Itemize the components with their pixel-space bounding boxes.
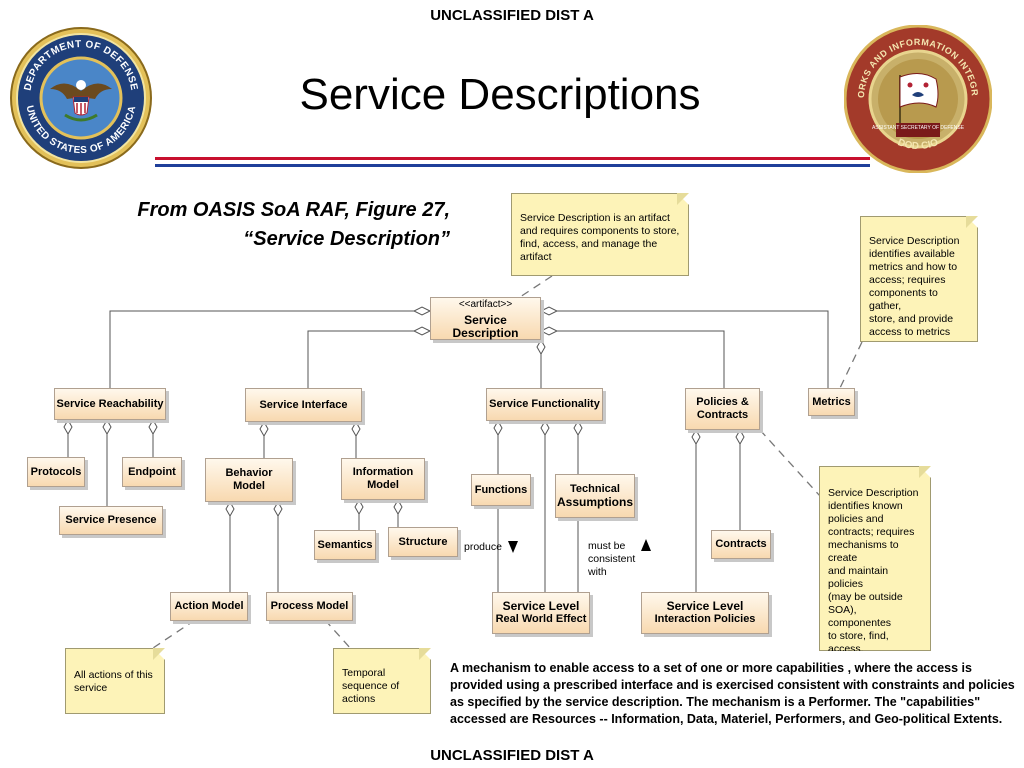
- metrics-note-fold: [966, 216, 978, 228]
- process-model-class: Process Model: [266, 592, 353, 621]
- technical-label-line-2: Assumptions: [556, 495, 633, 509]
- information-label-line-2: Model: [367, 479, 399, 491]
- information-label-line-1: Information: [352, 466, 414, 478]
- policies-note-line: mechanisms to create: [828, 539, 899, 564]
- consistent-label: must be consistent with: [588, 540, 635, 579]
- policies-label-line-1: Policies &: [696, 396, 749, 408]
- behavior-model-class: Behavior Model: [205, 458, 293, 502]
- figure-subtitle: From OASIS SoA RAF, Figure 27, “Service …: [70, 196, 450, 254]
- header-divider-red: [155, 157, 870, 160]
- artifact-note-fold: [677, 193, 689, 205]
- policies-note-line: identifies known: [828, 500, 903, 512]
- policies-note-line: SOA), componentes: [828, 604, 892, 629]
- interaction-label-line-1: Service Level: [666, 599, 744, 613]
- metrics-note-line: components to gather,: [869, 287, 938, 312]
- behavior-label-line-1: Behavior: [225, 467, 273, 479]
- dod-cio-seal-logo: NETWORKS AND INFORMATION INTEGRATION DOD…: [839, 17, 993, 174]
- actions-note-fold: [153, 648, 165, 660]
- action-model-class: Action Model: [170, 592, 248, 621]
- service-level-real-world-effect-class: Service Level Real World Effect: [492, 592, 590, 634]
- subtitle-line-2: “Service Description”: [243, 228, 450, 250]
- semantics-class: Semantics: [314, 530, 376, 560]
- policies-note-line: (may be outside: [828, 591, 903, 603]
- page-title: Service Descriptions: [299, 70, 701, 119]
- service-functionality-class: Service Functionality: [486, 388, 603, 421]
- metrics-note-line: access to metrics: [869, 326, 951, 338]
- consistent-label-line: with: [588, 566, 607, 578]
- policies-note-line: Service Description: [828, 487, 919, 499]
- consistent-label-line: must be: [588, 540, 626, 552]
- artifact-note: Service Description is an artifact and r…: [511, 193, 689, 276]
- subtitle-line-1: From OASIS SoA RAF, Figure 27,: [137, 199, 450, 221]
- svg-text:ASSISTANT SECRETARY OF DEFENSE: ASSISTANT SECRETARY OF DEFENSE: [872, 125, 965, 131]
- header-divider-blue: [155, 164, 870, 167]
- actions-note-line: All actions of this: [74, 669, 153, 681]
- metrics-note-line: access; requires: [869, 274, 946, 286]
- behavior-label-line-2: Model: [233, 480, 265, 492]
- policies-note-line: and maintain policies: [828, 565, 889, 590]
- classification-banner-top: UNCLASSIFIED DIST A: [430, 7, 594, 24]
- functions-class: Functions: [471, 474, 531, 506]
- policies-note-line: policies and: [828, 513, 884, 525]
- artifact-note-line: Service Description is an artifact: [520, 212, 670, 224]
- classification-banner-bottom: UNCLASSIFIED DIST A: [430, 747, 594, 764]
- dod-seal-logo: DEPARTMENT OF DEFENSE UNITED STATES OF A…: [10, 27, 152, 169]
- technical-assumptions-class: Technical Assumptions: [555, 474, 635, 518]
- service-reachability-class: Service Reachability: [54, 388, 166, 420]
- service-presence-class: Service Presence: [59, 506, 163, 535]
- temporal-note-line: actions: [342, 693, 376, 705]
- policies-contracts-class: Policies & Contracts: [685, 388, 760, 430]
- policies-note: Service Description identifies known pol…: [819, 466, 931, 651]
- metrics-note-line: store, and provide: [869, 313, 954, 325]
- endpoint-class: Endpoint: [122, 457, 182, 487]
- metrics-class: Metrics: [808, 388, 855, 416]
- metrics-note-line: Service Description: [869, 235, 960, 247]
- actions-note: All actions of this service: [65, 648, 165, 714]
- temporal-note: Temporal sequence of actions: [333, 648, 431, 714]
- service-interface-class: Service Interface: [245, 388, 362, 422]
- artifact-note-line: and requires components to store,: [520, 225, 680, 237]
- actions-note-line: service: [74, 682, 108, 694]
- interaction-label-line-2: Interaction Policies: [654, 613, 756, 625]
- service-definition-text: A mechanism to enable access to a set of…: [450, 661, 1015, 726]
- header-divider-white: [155, 161, 870, 163]
- service-level-interaction-policies-class: Service Level Interaction Policies: [641, 592, 769, 634]
- technical-label-line-1: Technical: [570, 483, 620, 495]
- svg-text:DOD CIO: DOD CIO: [896, 137, 940, 152]
- service-description-label: Service Description: [452, 312, 519, 340]
- policies-label-line-2: Contracts: [696, 409, 749, 421]
- protocols-class: Protocols: [27, 457, 85, 487]
- metrics-note: Service Description identifies available…: [860, 216, 978, 342]
- temporal-note-line: sequence of: [342, 680, 400, 692]
- consistent-label-line: consistent: [588, 553, 636, 565]
- real-effect-label-line-1: Service Level: [502, 599, 580, 613]
- contracts-class: Contracts: [711, 530, 771, 559]
- metrics-note-line: identifies available: [869, 248, 955, 260]
- metrics-note-line: metrics and how to: [869, 261, 958, 273]
- real-effect-label-line-2: Real World Effect: [495, 613, 587, 625]
- temporal-note-line: Temporal: [342, 667, 386, 679]
- structure-class: Structure: [388, 527, 458, 557]
- artifact-note-line: find, access, and manage the: [520, 238, 658, 250]
- produce-label: produce: [464, 541, 502, 553]
- information-model-class: Information Model: [341, 458, 425, 500]
- policies-note-line: contracts; requires: [828, 526, 915, 538]
- artifact-note-line: artifact: [520, 251, 552, 263]
- temporal-note-fold: [419, 648, 431, 660]
- policies-note-fold: [919, 466, 931, 478]
- service-description-class: <<artifact>> Service Description: [430, 297, 541, 340]
- artifact-stereotype: <<artifact>>: [458, 298, 513, 310]
